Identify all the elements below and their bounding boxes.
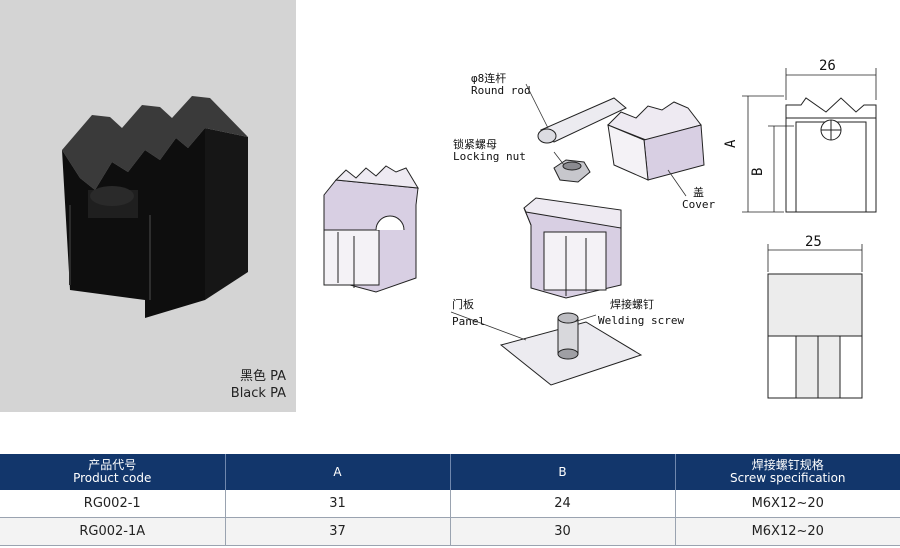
cell-a: 37 [225,517,451,546]
header-b: B [450,454,676,490]
drawing-svg: φ8连杆 Round rod 锁紧螺母 Locking nut 盖 Cover … [323,58,877,399]
black-hinge-block-image [62,96,248,318]
caption-cn: 黑色 PA [239,369,286,384]
cover-leader [667,169,687,197]
cell-product-code: RG002-1 [0,490,226,518]
dim-b-label: B [750,168,766,176]
cell-b: 30 [450,517,676,546]
dim-width-top: 26 [819,58,836,74]
welding-screw-leader [573,314,597,323]
cover-label-cn: 盖 [693,185,704,199]
round-rod-label-cn: φ8连杆 [471,71,506,85]
front-view [785,97,877,213]
locking-nut-part [553,159,591,183]
cell-product-code: RG002-1A [0,517,226,546]
round-rod-part [537,97,627,144]
base-block-part [523,197,622,299]
cell-a: 31 [225,490,451,518]
assembled-hinge-view [323,165,419,293]
dim-a-label: A [723,139,739,148]
header-a: A [225,454,451,490]
caption-en: Black PA [230,386,286,401]
table-row: RG002-1A 37 30 M6X12~20 [0,517,900,546]
technical-drawing: φ8连杆 Round rod 锁紧螺母 Locking nut 盖 Cover … [296,0,900,412]
locking-nut-leader [553,151,565,166]
locking-nut-label-en: Locking nut [453,150,526,163]
dim-width-bottom: 25 [805,234,822,250]
table-row: RG002-1 31 24 M6X12~20 [0,490,900,518]
welding-screw-label-cn: 焊接螺钉 [610,297,654,311]
product-photo: 黑色 PA Black PA [0,0,296,412]
panel-label-en: Panel [452,315,485,328]
cell-b: 24 [450,490,676,518]
cell-screw-spec: M6X12~20 [675,490,900,518]
round-rod-label-en: Round rod [471,84,531,97]
locking-nut-label-cn: 锁紧螺母 [453,137,497,151]
panel-leader [450,311,527,341]
round-rod-leader [525,83,549,129]
panel-label-cn: 门板 [452,297,474,311]
side-view [767,273,863,399]
welding-screw-label-en: Welding screw [598,314,684,327]
welding-screw-part [557,312,579,360]
cover-label-en: Cover [682,198,715,211]
cover-part [607,101,705,181]
cell-screw-spec: M6X12~20 [675,517,900,546]
